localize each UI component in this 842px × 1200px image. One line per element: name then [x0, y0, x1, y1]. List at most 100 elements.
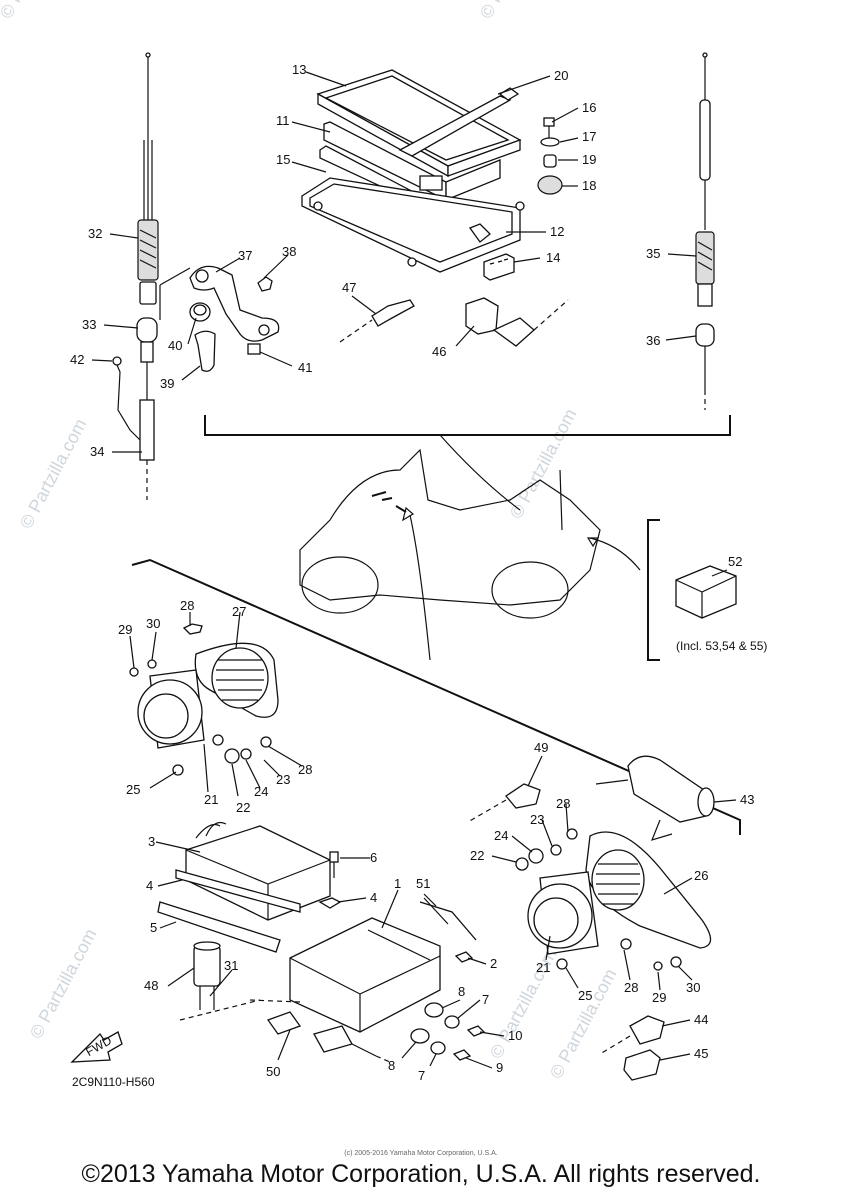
- plug-49: [467, 783, 541, 823]
- callout-51: 51: [416, 876, 430, 891]
- callout-11: 11: [276, 113, 290, 128]
- capacitor-48: [179, 941, 261, 1021]
- callout-35: 35: [646, 246, 660, 261]
- motorcycle-outline: [299, 434, 641, 661]
- callout-18: 18: [582, 178, 596, 193]
- callout-30: 30: [686, 980, 700, 995]
- callout-4: 4: [370, 890, 377, 905]
- callout-31: 31: [224, 958, 238, 973]
- small-hardware: [410, 951, 486, 1061]
- callout-41: 41: [298, 360, 312, 375]
- callout-10: 10: [508, 1028, 522, 1043]
- callout-27: 27: [232, 604, 246, 619]
- callout-40: 40: [168, 338, 182, 353]
- callout-34: 34: [90, 444, 104, 459]
- wire-51: [419, 897, 477, 941]
- callout-9: 9: [496, 1060, 503, 1075]
- callout-28: 28: [298, 762, 312, 777]
- watermark: © Partzilla.com: [546, 965, 621, 1081]
- callout-14: 14: [546, 250, 560, 265]
- callout-20: 20: [554, 68, 568, 83]
- callout-44: 44: [694, 1012, 708, 1027]
- callout-28: 28: [180, 598, 194, 613]
- callout-48: 48: [144, 978, 158, 993]
- callout-50: 50: [266, 1064, 280, 1079]
- callout-25: 25: [126, 782, 140, 797]
- watermark: © Partzilla.com: [506, 405, 581, 521]
- antenna-wire-42: [112, 356, 141, 441]
- callout-49: 49: [534, 740, 548, 755]
- copyright-footer: ©2013 Yamaha Motor Corporation, U.S.A. A…: [81, 1160, 761, 1188]
- callout-23: 23: [530, 812, 544, 827]
- right-speaker-assembly: [515, 828, 712, 971]
- callout-8: 8: [458, 984, 465, 999]
- callout-46: 46: [432, 344, 446, 359]
- callout-22: 22: [236, 800, 250, 815]
- callout-39: 39: [160, 376, 174, 391]
- callout-13: 13: [292, 62, 306, 77]
- callout-21: 21: [204, 792, 218, 807]
- antenna-bracket: [159, 265, 280, 372]
- callout-38: 38: [282, 244, 296, 259]
- watermark: © Partzilla.com: [476, 0, 551, 22]
- watermark: © Partzilla.com: [0, 0, 70, 22]
- part-52-group: [647, 519, 737, 661]
- section-divider-top: [204, 415, 731, 436]
- callout-15: 15: [276, 152, 290, 167]
- part-43: [595, 755, 715, 841]
- callout-42: 42: [70, 352, 84, 367]
- callout-36: 36: [646, 333, 660, 348]
- parts-44-45: [599, 1015, 665, 1081]
- callout-28: 28: [556, 796, 570, 811]
- callout-30: 30: [146, 616, 160, 631]
- fwd-arrow: [70, 1031, 123, 1063]
- callout-25: 25: [578, 988, 592, 1003]
- section-divider-bottom: [131, 558, 741, 835]
- callout-12: 12: [550, 224, 564, 239]
- callout-28: 28: [624, 980, 638, 995]
- callout-37: 37: [238, 248, 252, 263]
- callout-52: 52: [728, 554, 742, 569]
- callout-32: 32: [88, 226, 102, 241]
- watermark: © Partzilla.com: [26, 925, 101, 1041]
- callout-24: 24: [494, 828, 508, 843]
- callout-16: 16: [582, 100, 596, 115]
- jack-46: [465, 297, 569, 347]
- callout-1: 1: [394, 876, 401, 891]
- callout-7: 7: [418, 1068, 425, 1083]
- callout-24: 24: [254, 784, 268, 799]
- callout-29: 29: [652, 990, 666, 1005]
- callout-43: 43: [740, 792, 754, 807]
- plug-47: [339, 299, 415, 343]
- callout-2: 2: [490, 956, 497, 971]
- diagram-code: 2C9N110-H560: [72, 1075, 155, 1089]
- callout-8: 8: [388, 1058, 395, 1073]
- leader-lines: [91, 71, 737, 1069]
- watermark: © Partzilla.com: [16, 415, 91, 531]
- right-antenna: [695, 52, 715, 410]
- left-antenna: [136, 52, 159, 500]
- mounting-hardware: [537, 117, 563, 195]
- callout-19: 19: [582, 152, 596, 167]
- callout-22: 22: [470, 848, 484, 863]
- callout-7: 7: [482, 992, 489, 1007]
- amplifier-assembly: [157, 821, 342, 953]
- left-speaker-assembly: [129, 623, 279, 776]
- main-unit: [249, 917, 441, 1063]
- incl-note: (Incl. 53,54 & 55): [676, 639, 767, 653]
- callout-23: 23: [276, 772, 290, 787]
- callout-21: 21: [536, 960, 550, 975]
- callout-3: 3: [148, 834, 155, 849]
- callout-17: 17: [582, 129, 596, 144]
- callout-6: 6: [370, 850, 377, 865]
- radio-unit-assembly: [301, 69, 525, 273]
- callout-26: 26: [694, 868, 708, 883]
- small-copyright: (c) 2005-2016 Yamaha Motor Corporation, …: [344, 1150, 498, 1157]
- callout-33: 33: [82, 317, 96, 332]
- callout-4: 4: [146, 878, 153, 893]
- callout-29: 29: [118, 622, 132, 637]
- callout-45: 45: [694, 1046, 708, 1061]
- callout-47: 47: [342, 280, 356, 295]
- connector-14: [483, 253, 515, 281]
